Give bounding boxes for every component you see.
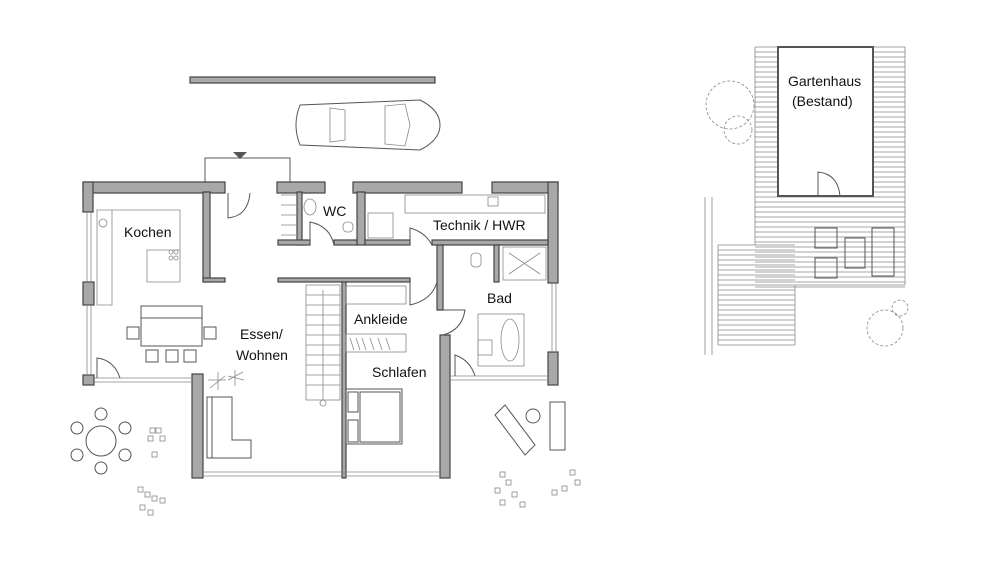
window-lines	[86, 212, 557, 477]
round-table	[70, 407, 132, 475]
entrance-canopy	[204, 157, 291, 182]
room-label-bestand: (Bestand)	[792, 93, 853, 109]
bath-fixtures	[470, 246, 547, 367]
room-label-wohnen: Wohnen	[236, 347, 288, 363]
gartenhaus-building	[777, 46, 874, 197]
plant-icon	[208, 370, 245, 390]
carport-beam	[189, 76, 436, 84]
kitchen-counter	[96, 209, 181, 306]
room-label-technik: Technik / HWR	[433, 217, 526, 233]
sun-loungers	[494, 401, 566, 456]
room-label-bad: Bad	[487, 290, 512, 306]
wc-fixtures	[281, 194, 354, 236]
room-label-wc: WC	[323, 203, 346, 219]
walls	[82, 181, 559, 479]
dining-table	[126, 305, 217, 363]
entrance-arrow-icon	[233, 152, 247, 159]
doors	[96, 192, 476, 379]
tree-icon	[705, 80, 909, 347]
room-label-kochen: Kochen	[124, 224, 171, 240]
gartenhaus-door	[817, 171, 841, 197]
room-label-ankleide: Ankleide	[354, 311, 408, 327]
sofa	[206, 396, 252, 459]
hwr-fixtures	[367, 194, 546, 239]
wardrobe	[345, 285, 407, 353]
staircase	[305, 284, 341, 407]
garden-furniture	[814, 227, 895, 279]
room-label-gartenhaus: Gartenhaus	[788, 73, 861, 89]
paving-stones	[137, 427, 581, 516]
car-icon	[295, 99, 441, 151]
room-label-essen: Essen/	[240, 326, 283, 342]
room-label-schlafen: Schlafen	[372, 364, 426, 380]
bed	[345, 388, 403, 445]
